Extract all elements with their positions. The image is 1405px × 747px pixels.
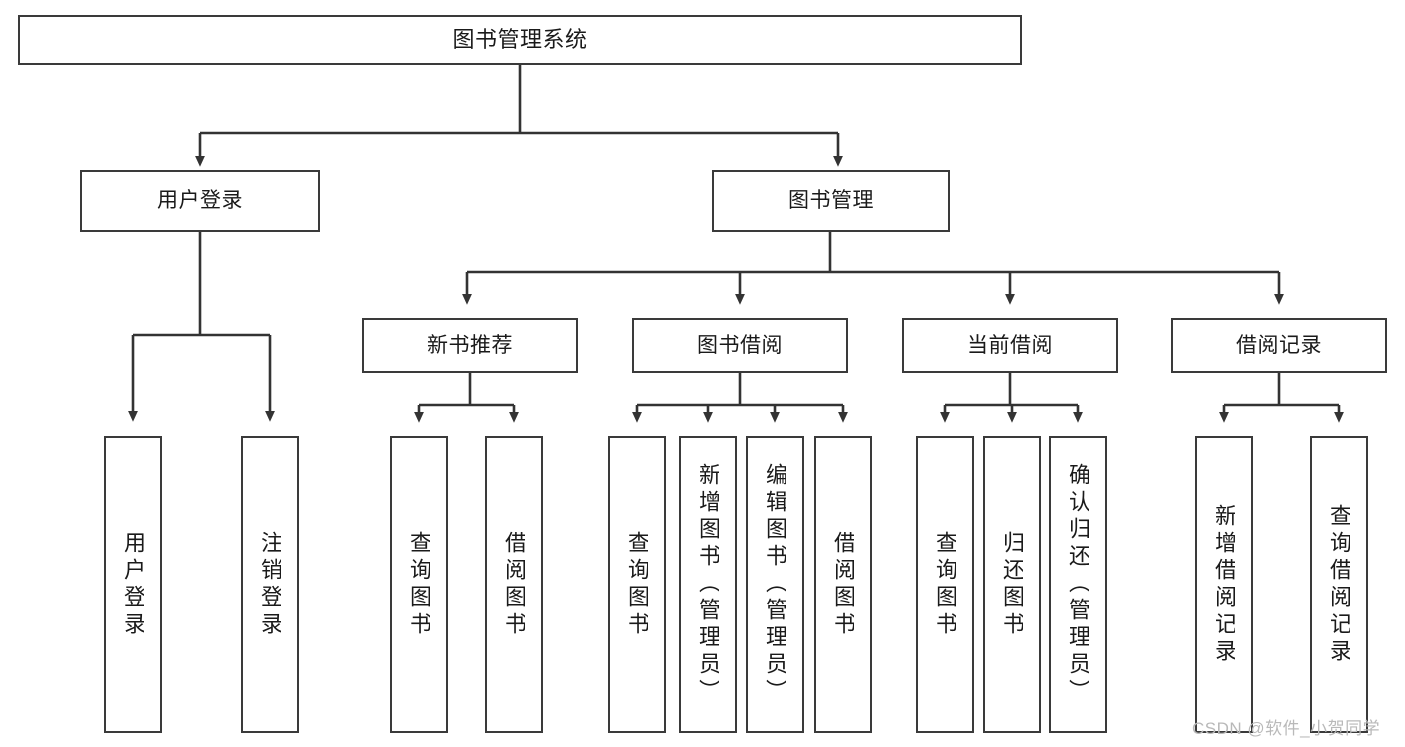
node-leaf-query-book-new[interactable]: 查询图书	[390, 436, 448, 733]
node-leaf-borrow-book[interactable]: 借阅图书	[814, 436, 872, 733]
node-leaf-add-book-admin[interactable]: 新增图书（管理员）	[679, 436, 737, 733]
node-label: 图书管理	[788, 189, 874, 213]
node-current-borrow[interactable]: 当前借阅	[902, 318, 1118, 373]
node-label: 查询借阅记录	[1328, 503, 1350, 666]
node-leaf-borrow-book-new[interactable]: 借阅图书	[485, 436, 543, 733]
node-label: 查询图书	[626, 530, 648, 639]
node-new-book-recommend[interactable]: 新书推荐	[362, 318, 578, 373]
node-leaf-return-book[interactable]: 归还图书	[983, 436, 1041, 733]
node-label: 查询图书	[934, 530, 956, 639]
node-leaf-query-book-borrow[interactable]: 查询图书	[608, 436, 666, 733]
node-leaf-user-login[interactable]: 用户登录	[104, 436, 162, 733]
node-root-system[interactable]: 图书管理系统	[18, 15, 1022, 65]
node-label: 图书借阅	[697, 333, 783, 357]
node-leaf-query-borrow-record[interactable]: 查询借阅记录	[1310, 436, 1368, 733]
node-leaf-query-book-current[interactable]: 查询图书	[916, 436, 974, 733]
node-label: 借阅记录	[1236, 333, 1322, 357]
node-label: 归还图书	[1001, 530, 1023, 639]
node-label: 新书推荐	[427, 333, 513, 357]
node-borrow-record[interactable]: 借阅记录	[1171, 318, 1387, 373]
node-book-management[interactable]: 图书管理	[712, 170, 950, 232]
node-label: 注销登录	[259, 530, 281, 639]
node-leaf-confirm-return-admin[interactable]: 确认归还（管理员）	[1049, 436, 1107, 733]
watermark: CSDN @软件_小贺同学	[1192, 719, 1381, 738]
node-label: 确认归还（管理员）	[1067, 463, 1089, 706]
node-label: 借阅图书	[832, 530, 854, 639]
node-label: 用户登录	[157, 189, 243, 213]
node-book-borrow[interactable]: 图书借阅	[632, 318, 848, 373]
node-label: 当前借阅	[967, 333, 1053, 357]
node-leaf-edit-book-admin[interactable]: 编辑图书（管理员）	[746, 436, 804, 733]
node-label: 用户登录	[122, 530, 144, 639]
node-leaf-logout[interactable]: 注销登录	[241, 436, 299, 733]
node-label: 新增图书（管理员）	[697, 463, 719, 706]
node-label: 借阅图书	[503, 530, 525, 639]
node-label: 图书管理系统	[452, 26, 588, 52]
node-leaf-add-borrow-record[interactable]: 新增借阅记录	[1195, 436, 1253, 733]
node-label: 编辑图书（管理员）	[764, 463, 786, 706]
node-user-login[interactable]: 用户登录	[80, 170, 320, 232]
node-label: 新增借阅记录	[1213, 503, 1235, 666]
node-label: 查询图书	[408, 530, 430, 639]
